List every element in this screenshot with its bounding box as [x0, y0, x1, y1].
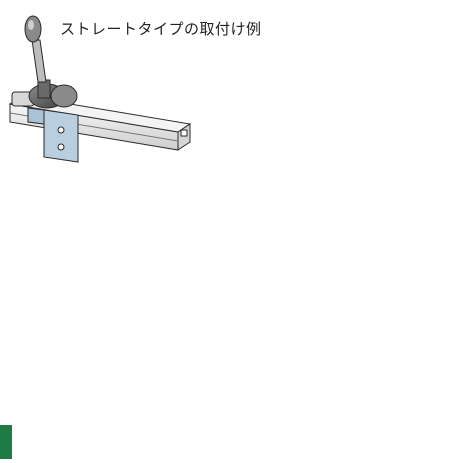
bracket-top-left: [27, 107, 79, 163]
toggle-clamp-top-left: [11, 15, 78, 109]
top-left-mount-assembly: [8, 15, 192, 163]
accent-marker: [0, 425, 12, 459]
caption-text: ストレートタイプの取付け例: [60, 20, 262, 38]
